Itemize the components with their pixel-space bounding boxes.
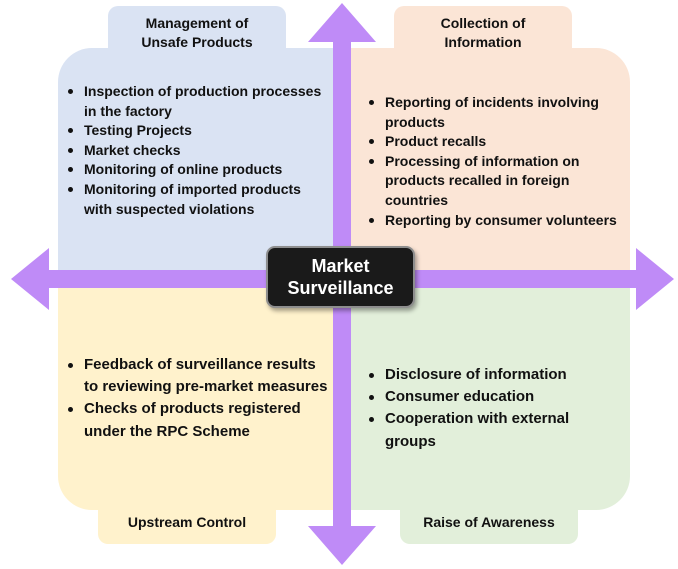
list-item: Monitoring of online products [68, 160, 330, 180]
list-item: Consumer education [369, 386, 624, 408]
list-item: Feedback of surveillance results to revi… [68, 354, 330, 398]
list-management-items: Inspection of production processes in th… [68, 82, 330, 219]
center-box-market-surveillance: Market Surveillance [266, 246, 415, 308]
list-item: Testing Projects [68, 121, 330, 141]
list-item: Monitoring of imported products with sus… [68, 180, 330, 219]
list-upstream-items: Feedback of surveillance results to revi… [68, 354, 330, 443]
quadrant-title: Management of Unsafe Products [141, 15, 253, 50]
quadrant-title: Upstream Control [127, 513, 247, 530]
list-item: Processing of information on products re… [369, 152, 624, 211]
tab-collection-of-information: Collection of Information [394, 6, 572, 60]
list-item: Cooperation with external groups [369, 408, 624, 452]
tab-management-of-unsafe-products: Management of Unsafe Products [108, 6, 286, 60]
list-item: Reporting by consumer volunteers [369, 211, 624, 231]
quadrant-collection-bg [342, 48, 630, 280]
quadrant-awareness-bg [342, 278, 630, 510]
quadrant-title: Collection of Information [440, 15, 526, 50]
tab-raise-of-awareness: Raise of Awareness [400, 500, 578, 544]
list-collection-items: Reporting of incidents involving product… [369, 93, 624, 230]
list-item: Market checks [68, 141, 330, 161]
list-item: Checks of products registered under the … [68, 398, 330, 442]
center-title: Market Surveillance [287, 256, 394, 298]
list-item: Inspection of production processes in th… [68, 82, 330, 121]
quadrant-management-bg [58, 48, 344, 280]
quadrant-upstream-bg [58, 278, 344, 510]
list-item: Reporting of incidents involving product… [369, 93, 624, 132]
quadrant-title: Raise of Awareness [423, 513, 555, 530]
list-item: Product recalls [369, 132, 624, 152]
tab-upstream-control: Upstream Control [98, 500, 276, 544]
list-awareness-items: Disclosure of information Consumer educa… [369, 364, 624, 453]
list-item: Disclosure of information [369, 364, 624, 386]
